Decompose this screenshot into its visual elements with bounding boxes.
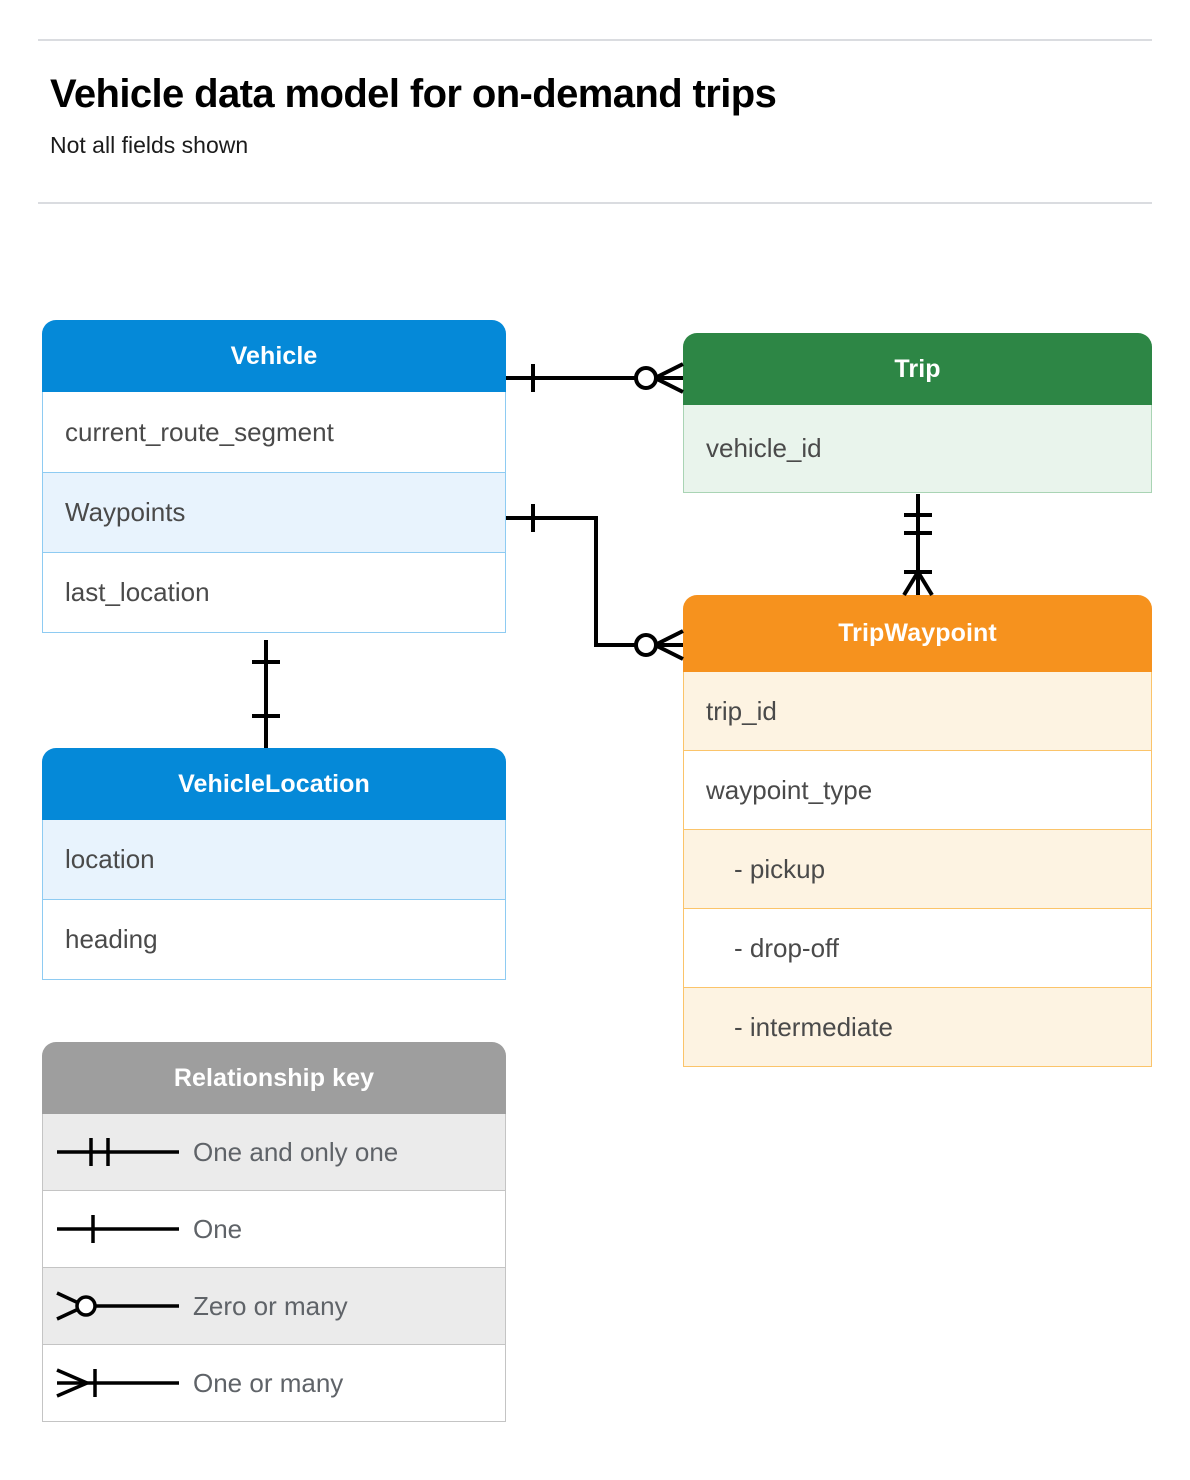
page-title: Vehicle data model for on-demand trips [50, 72, 777, 116]
one-and-only-one-icon [43, 1132, 193, 1172]
relationship-trip-to-tripwaypoint [902, 494, 934, 597]
entity-tripwaypoint: TripWaypoint trip_id waypoint_type - pic… [683, 595, 1152, 1067]
entity-tripwaypoint-value-intermediate: - intermediate [683, 988, 1152, 1067]
entity-vehiclelocation-header: VehicleLocation [42, 748, 506, 820]
page-subtitle: Not all fields shown [50, 132, 249, 158]
legend-item-label: One or many [193, 1367, 344, 1398]
entity-vehicle-header: Vehicle [42, 320, 506, 392]
entity-tripwaypoint-field-trip-id: trip_id [683, 672, 1152, 751]
relationship-vehicle-to-vehiclelocation [252, 640, 280, 748]
legend-item-label: Zero or many [193, 1290, 348, 1321]
entity-vehicle-field-waypoints: Waypoints [42, 473, 506, 553]
entity-trip-field-vehicle-id: vehicle_id [683, 405, 1152, 493]
legend-item-zero-or-many: Zero or many [42, 1268, 506, 1345]
relationship-vehicle-to-trip [506, 362, 684, 394]
legend-relationship-key: Relationship key One and only one One [42, 1042, 506, 1422]
one-or-many-icon [43, 1363, 193, 1403]
entity-trip: Trip vehicle_id [683, 333, 1152, 493]
entity-trip-header: Trip [683, 333, 1152, 405]
entity-vehicle-field-last-location: last_location [42, 553, 506, 633]
entity-vehicle: Vehicle current_route_segment Waypoints … [42, 320, 506, 633]
zero-or-many-icon [43, 1286, 193, 1326]
legend-header: Relationship key [42, 1042, 506, 1114]
entity-vehiclelocation-field-heading: heading [42, 900, 506, 980]
entity-tripwaypoint-value-pickup: - pickup [683, 830, 1152, 909]
one-icon [43, 1209, 193, 1249]
relationship-waypoints-to-tripwaypoint [506, 504, 684, 661]
entity-tripwaypoint-header: TripWaypoint [683, 595, 1152, 672]
entity-vehiclelocation: VehicleLocation location heading [42, 748, 506, 980]
entity-vehiclelocation-field-location: location [42, 820, 506, 900]
legend-item-one: One [42, 1191, 506, 1268]
legend-item-label: One [193, 1213, 243, 1244]
legend-item-label: One and only one [193, 1136, 399, 1167]
header-divider-top [38, 39, 1152, 41]
legend-item-one-or-many: One or many [42, 1345, 506, 1422]
entity-tripwaypoint-field-waypoint-type: waypoint_type [683, 751, 1152, 830]
entity-tripwaypoint-value-dropoff: - drop-off [683, 909, 1152, 988]
header-divider-bottom [38, 202, 1152, 204]
entity-vehicle-field-current-route-segment: current_route_segment [42, 392, 506, 473]
legend-item-one-and-only-one: One and only one [42, 1114, 506, 1191]
